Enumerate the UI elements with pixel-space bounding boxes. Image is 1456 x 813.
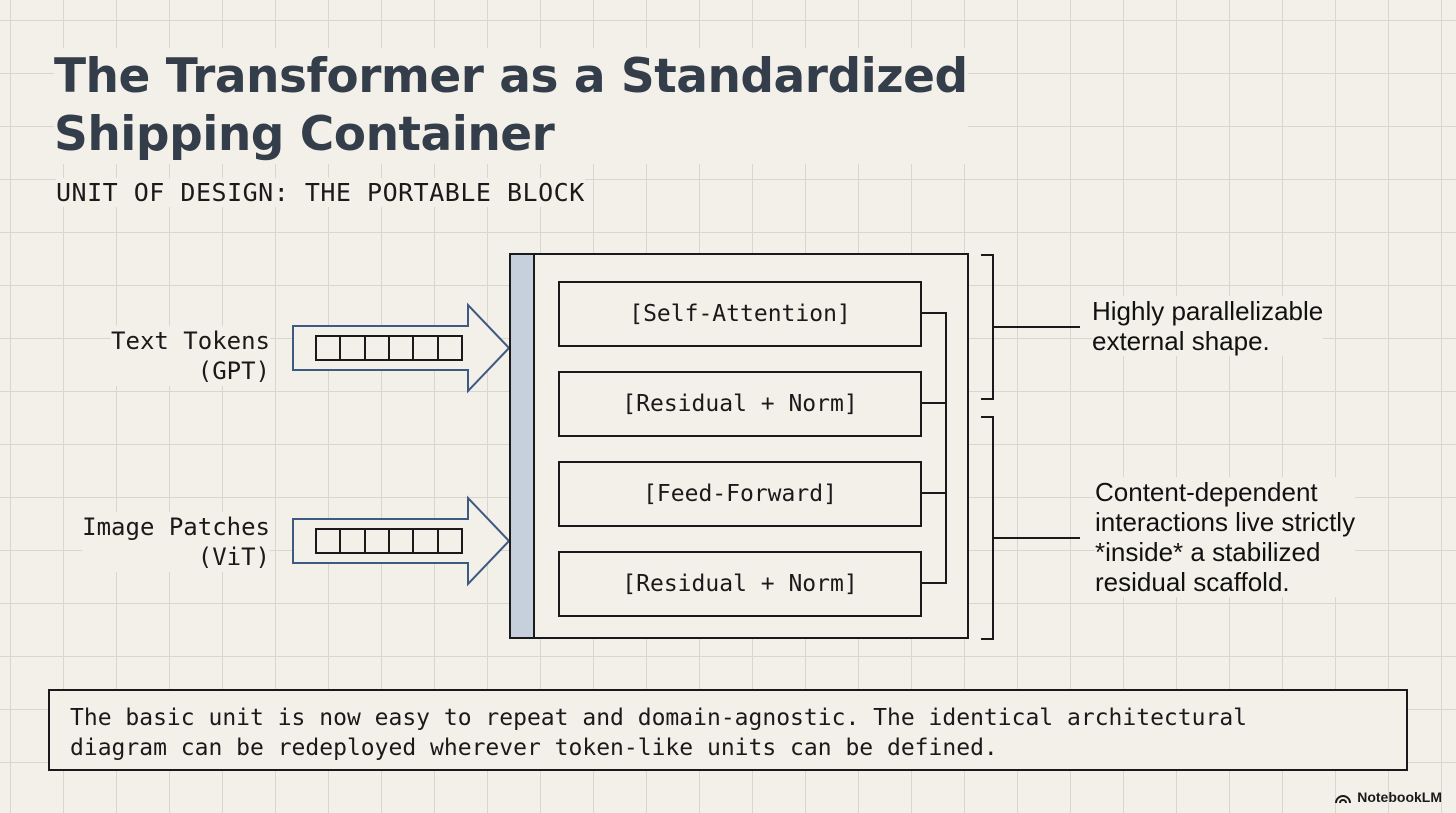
annotation-line-1: Content-dependent [1095, 477, 1318, 507]
annotation-line-2: interactions live strictly [1095, 507, 1356, 537]
layer-self-attention: [Self-Attention] [558, 281, 922, 347]
annotation-line-4: residual scaffold. [1095, 567, 1290, 597]
image-patches-arrow [292, 495, 511, 587]
brand-watermark: NotebookLM [1334, 789, 1442, 805]
patch-strip [315, 528, 463, 554]
input-label-line-1: Image Patches [82, 513, 270, 541]
transformer-block: [Self-Attention] [Residual + Norm] [Feed… [509, 253, 969, 639]
brand-label: NotebookLM [1357, 789, 1442, 805]
bracket-external-shape [981, 254, 1080, 400]
summary-box: The basic unit is now easy to repeat and… [48, 689, 1408, 771]
annotation-line-3: *inside* a stabilized [1095, 537, 1321, 567]
annotation-internal-interactions: Content-dependent interactions live stri… [1095, 477, 1356, 597]
text-tokens-arrow [292, 302, 511, 394]
title-line-2: Shipping Container [54, 107, 555, 162]
input-label-line-1: Text Tokens [111, 327, 270, 355]
token-strip [315, 335, 463, 361]
layer-residual-norm-1: [Residual + Norm] [558, 371, 922, 437]
annotation-external-shape: Highly parallelizable external shape. [1092, 296, 1324, 356]
notebooklm-logo-icon [1335, 795, 1352, 804]
input-label-line-2: (ViT) [197, 543, 270, 571]
summary-line-1: The basic unit is now easy to repeat and… [70, 705, 1248, 731]
input-label-line-2: (GPT) [197, 357, 270, 385]
page-title: The Transformer as a Standardized Shippi… [54, 48, 968, 164]
title-line-1: The Transformer as a Standardized [54, 49, 968, 104]
annotation-line-2: external shape. [1092, 326, 1270, 356]
annotation-line-1: Highly parallelizable [1092, 296, 1324, 326]
summary-line-2: diagram can be redeployed wherever token… [70, 735, 998, 761]
block-input-rail [511, 255, 535, 637]
input-label-text-tokens: Text Tokens (GPT) [111, 326, 270, 386]
bracket-internal-interactions [981, 416, 1080, 640]
subtitle: UNIT OF DESIGN: THE PORTABLE BLOCK [56, 178, 585, 207]
layer-feed-forward: [Feed-Forward] [558, 461, 922, 527]
layer-residual-norm-2: [Residual + Norm] [558, 551, 922, 617]
input-label-image-patches: Image Patches (ViT) [82, 512, 270, 572]
